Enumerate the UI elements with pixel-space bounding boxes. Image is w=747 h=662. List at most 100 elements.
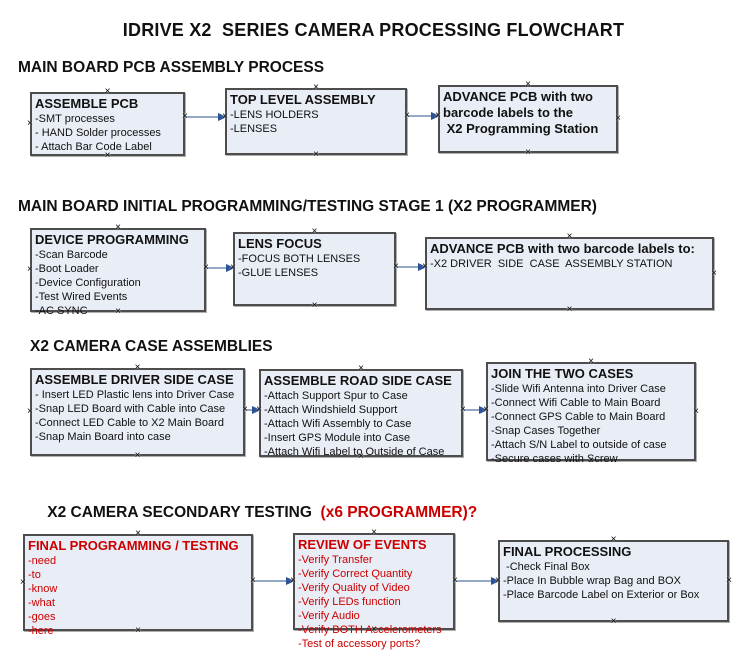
box-item: -Connect LED Cable to X2 Main Board [35,417,224,429]
box-item: -Attach S/N Label to outside of case [491,439,667,451]
box-title: LENS FOCUS [238,236,322,251]
box-item: -SMT processes [35,113,115,125]
box-items: -Attach Support Spur to Case -Attach Wind… [261,389,461,459]
box-item: -Snap LED Board with Cable into Case [35,403,226,415]
flow-arrow[interactable]: ×× [452,576,501,586]
flow-box-device-programming[interactable]: DEVICE PROGRAMMING -Scan Barcode-Boot Lo… [27,223,206,317]
box-items: -LENS HOLDERS -LENSES [227,108,405,136]
box-item: -goes [28,611,56,623]
box-item: -here [28,625,54,637]
box-item: -AC SYNC [35,305,88,317]
connection-handle-icon: × [693,405,699,417]
box-item: -Verify Quality of Video [298,582,410,594]
arrow-head-icon [479,406,488,414]
flow-box-review-of-events[interactable]: REVIEW OF EVENTS -Verify Transfer -Verify… [293,528,455,650]
box-item: -Snap Cases Together [491,425,601,437]
box-item: -Verify LEDs function [298,596,401,608]
arrow-head-icon [252,406,261,414]
box-item: - Attach Bar Code Label [35,141,152,153]
box-item: -know [28,583,58,595]
connection-handle-icon: × [313,149,319,160]
box-item: -Verify BOTH Accelerometers [298,624,442,636]
box-items: - Insert LED Plastic lens into Driver Ca… [32,388,243,444]
connection-handle-icon: × [610,616,617,627]
arrow-head-icon [431,112,440,120]
flow-box-advance-pcb-to-driver-side-case[interactable]: ADVANCE PCB with two barcode labels to: … [425,232,717,315]
connection-handle-icon: × [615,113,621,124]
flow-box-final-programming-testing[interactable]: FINAL PROGRAMMING / TESTING -need-to-kno… [20,529,253,637]
box-title: JOIN THE TWO CASES [491,366,634,381]
arrow-head-icon [286,577,295,585]
box-item: -LENSES [230,123,278,135]
box-items: -Slide Wifi Antenna into Driver Case -Con… [488,382,694,466]
box-item: -Connect GPS Cable to Main Board [491,411,666,423]
box-item: -X2 DRIVER SIDE CASE ASSEMBLY STATION [430,258,673,270]
box-title: TOP LEVEL ASSEMBLY [230,92,376,107]
box-items: -Scan Barcode-Boot Loader-Device Configu… [32,248,204,318]
flow-box-assemble-driver-side-case[interactable]: ASSEMBLE DRIVER SIDE CASE - Insert LED P… [27,363,245,461]
connection-handle-icon: × [525,147,531,158]
box-items: -SMT processes- HAND Solder processes- A… [32,112,183,154]
box-item: -Insert GPS Module into Case [264,432,411,444]
box-item: -Attach Wifi Label to Outside of Case [264,446,445,458]
connection-handle-icon: × [726,575,732,586]
section-heading-secondary-testing: X2 CAMERA SECONDARY TESTING (x6 PROGRAMM… [30,486,477,540]
section-heading-text: X2 CAMERA SECONDARY TESTING [47,504,321,521]
box-item: -to [28,569,41,581]
box-item: -Secure cases with Screw [491,453,618,465]
box-title: FINAL PROGRAMMING / TESTING [28,538,239,553]
box-item: -what [28,597,55,609]
box-item: -Test Wired Events [35,291,128,303]
box-title: REVIEW OF EVENTS [298,537,427,552]
flow-arrow[interactable]: ×× [393,262,428,272]
section-heading-pcb-assembly: MAIN BOARD PCB ASSEMBLY PROCESS [18,59,325,76]
box-item: -FOCUS BOTH LENSES [238,253,361,265]
box-items: -need-to-know-what-goes-here [25,554,251,638]
arrow-head-icon [491,577,500,585]
box-title: ASSEMBLE DRIVER SIDE CASE [35,372,234,387]
box-item: -Snap Main Board into case [35,431,171,443]
connection-handle-icon: × [134,450,141,461]
flow-arrow[interactable]: ×× [460,405,489,415]
connection-handle-icon: × [711,267,717,279]
box-item: -Connect Wifi Cable to Main Board [491,397,661,409]
arrow-head-icon [226,264,235,272]
page-title: IDRIVE X2 SERIES CAMERA PROCESSING FLOWC… [122,20,625,40]
flow-box-assemble-road-side-case[interactable]: ASSEMBLE ROAD SIDE CASE -Attach Support … [259,364,463,462]
box-items: -X2 DRIVER SIDE CASE ASSEMBLY STATION [427,257,712,271]
flow-box-assemble-pcb[interactable]: ASSEMBLE PCB -SMT processes- HAND Solder… [27,87,185,161]
box-item: -Attach Windshield Support [264,404,398,416]
box-item: - Insert LED Plastic lens into Driver Ca… [35,389,235,401]
connection-handle-icon: × [311,300,318,311]
arrow-head-icon [218,113,227,121]
box-item: -GLUE LENSES [238,267,319,279]
flow-box-join-the-two-cases[interactable]: JOIN THE TWO CASES -Slide Wifi Antenna i… [486,357,699,466]
flow-arrow[interactable]: ×× [250,576,296,586]
flow-arrow[interactable]: ×× [242,405,262,415]
box-title: ADVANCE PCB with two barcode labels to: [430,241,695,256]
box-item: -Test of accessory ports? [298,638,421,650]
box-title: ASSEMBLE ROAD SIDE CASE [264,373,452,388]
box-item: -Place In Bubble wrap Bag and BOX [503,575,681,587]
flow-box-advance-pcb-to-programming-station[interactable]: ADVANCE PCB with two barcode labels to t… [438,80,621,158]
box-item: -Verify Transfer [298,554,373,566]
arrow-head-icon [418,263,427,271]
box-title: FINAL PROCESSING [503,544,632,559]
box-item: -Device Configuration [35,277,141,289]
flow-box-lens-focus[interactable]: LENS FOCUS -FOCUS BOTH LENSES -GLUE LENSE… [233,227,396,311]
flow-arrow[interactable]: ×× [404,111,441,121]
section-heading-red-suffix: (x6 PROGRAMMER)? [320,504,478,521]
flow-arrow[interactable]: ×× [203,263,236,273]
box-item: -Place Barcode Label on Exterior or Box [503,589,700,601]
flow-box-final-processing[interactable]: FINAL PROCESSING -Check Final Box-Place … [498,535,732,627]
flow-arrow[interactable]: ×× [182,112,228,122]
box-item: -Attach Support Spur to Case [264,390,408,402]
box-item: -Boot Loader [35,263,99,275]
flow-box-top-level-assembly[interactable]: TOP LEVEL ASSEMBLY -LENS HOLDERS-LENSES … [225,83,407,160]
box-item: -Verify Correct Quantity [298,568,413,580]
box-items: -Check Final Box-Place In Bubble wrap Ba… [500,560,727,602]
box-item: -LENS HOLDERS [230,109,319,121]
box-item: -Slide Wifi Antenna into Driver Case [491,383,666,395]
section-heading-initial-programming: MAIN BOARD INITIAL PROGRAMMING/TESTING S… [18,198,597,215]
